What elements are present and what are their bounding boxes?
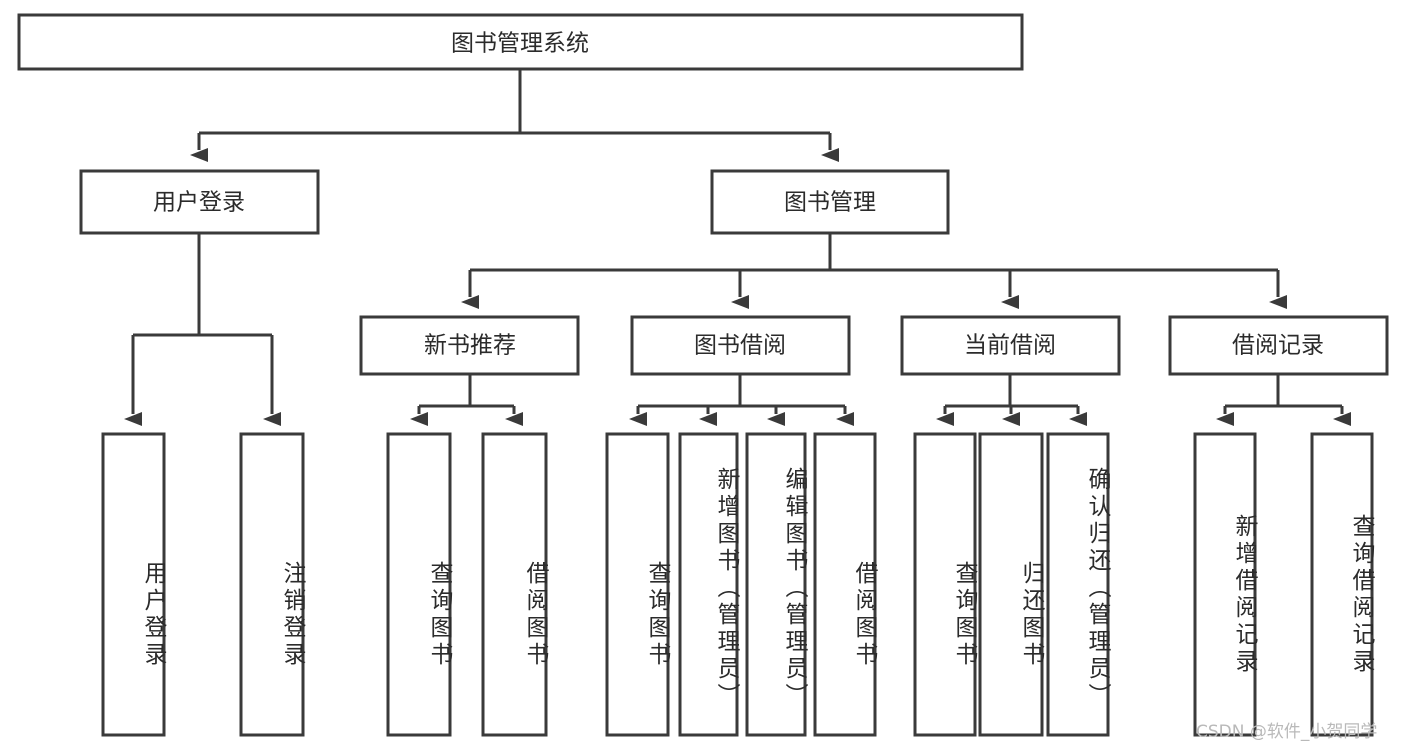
node-book-manage-box[interactable] xyxy=(710,169,950,235)
csdn-watermark: CSDN @软件_小贺同学 xyxy=(1196,722,1378,742)
leaf-box-user-login[interactable] xyxy=(101,432,166,737)
node-root-box[interactable] xyxy=(17,13,1024,71)
node-book-manage-label: 图书管理 xyxy=(784,190,876,216)
node-book-borrow-label: 图书借阅 xyxy=(694,333,786,359)
leaf-box-borrow-book[interactable] xyxy=(813,432,877,737)
leaf-box-query-book-current[interactable] xyxy=(913,432,977,737)
leaf-box-query-borrow-record[interactable] xyxy=(1310,432,1374,737)
leaf-box-logout[interactable] xyxy=(239,432,305,737)
node-new-book-rec-label: 新书推荐 xyxy=(424,333,516,359)
node-new-book-rec-box[interactable] xyxy=(359,315,580,376)
node-borrow-record-box[interactable] xyxy=(1168,315,1389,376)
leaf-box-borrow-book-rec[interactable] xyxy=(481,432,548,737)
node-borrow-record-label: 借阅记录 xyxy=(1232,333,1324,359)
leaf-box-return-book[interactable] xyxy=(978,432,1044,737)
leaf-box-edit-book-admin[interactable] xyxy=(745,432,807,737)
leaf-box-add-borrow-record[interactable] xyxy=(1193,432,1257,737)
leaf-box-query-book-borrow[interactable] xyxy=(605,432,670,737)
node-current-borrow-label: 当前借阅 xyxy=(964,333,1056,359)
leaf-box-add-book-admin[interactable] xyxy=(678,432,739,737)
leaf-box-query-book-rec[interactable] xyxy=(386,432,452,737)
node-user-login-label: 用户登录 xyxy=(153,190,245,216)
node-root-label: 图书管理系统 xyxy=(451,31,589,57)
node-current-borrow-box[interactable] xyxy=(900,315,1121,376)
node-book-borrow-box[interactable] xyxy=(630,315,851,376)
leaf-box-confirm-return-admin[interactable] xyxy=(1046,432,1110,737)
